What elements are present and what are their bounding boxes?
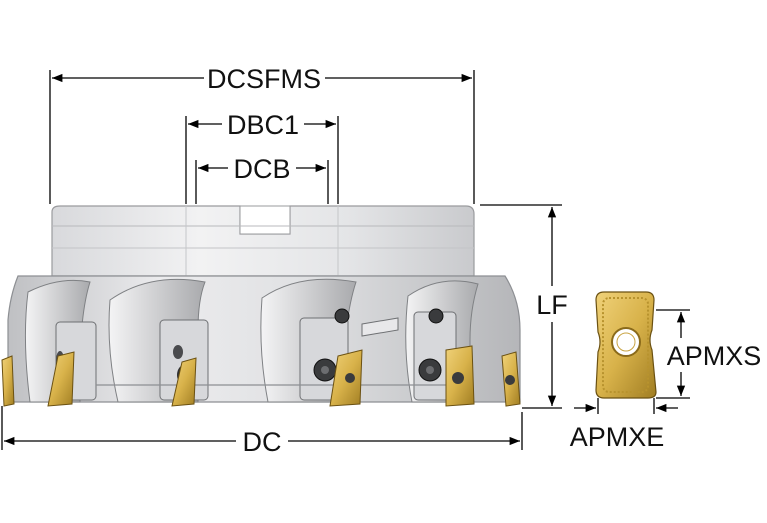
cutter-body (1, 205, 521, 407)
label-dbc1: DBC1 (227, 110, 299, 140)
dimension-lines (1, 70, 690, 450)
coolant-hole-1 (173, 345, 183, 359)
label-lf: LF (536, 290, 568, 320)
label-dcsfms: DCSFMS (207, 64, 321, 94)
label-dcb: DCB (233, 154, 290, 184)
cutter-insert-1 (1, 355, 15, 407)
cutter-insert-2 (47, 351, 75, 407)
cutting-insert (595, 291, 657, 399)
screw-4 (428, 308, 444, 324)
label-apmxs: APMXS (667, 341, 762, 371)
keyway-slot (239, 205, 291, 235)
screw-3 (334, 308, 350, 324)
label-dc: DC (243, 427, 282, 457)
cutter-insert-3 (171, 357, 197, 407)
label-apmxe: APMXE (570, 422, 665, 452)
